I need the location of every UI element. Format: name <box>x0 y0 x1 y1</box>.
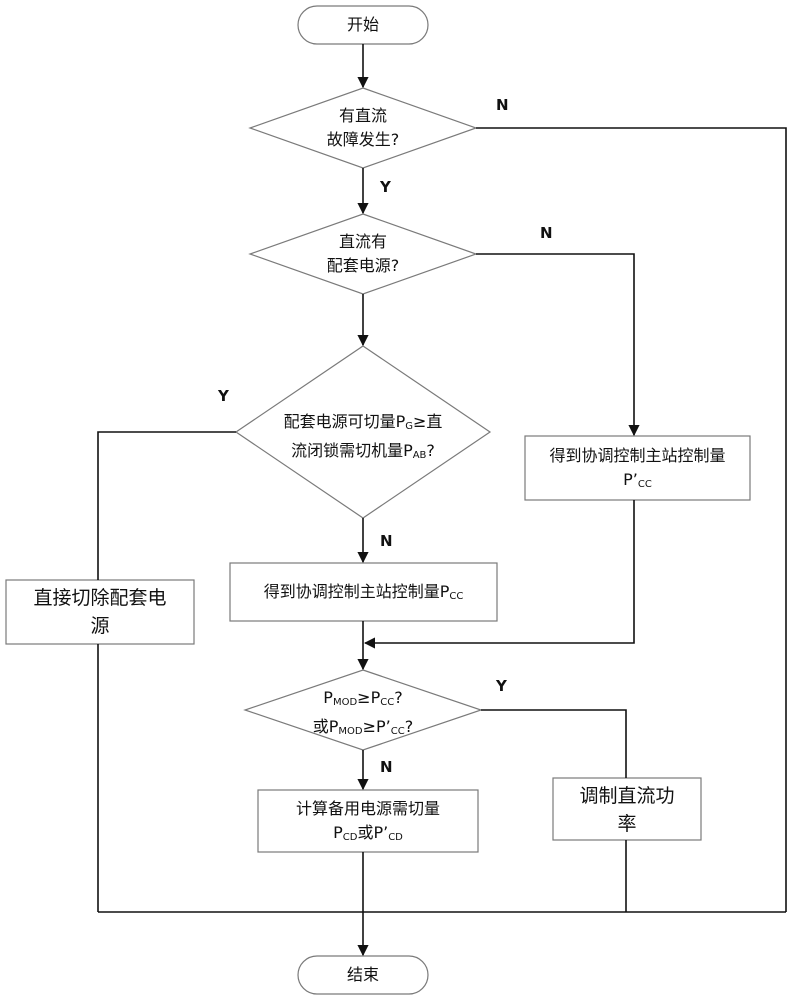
supply-question-line1: 直流有 <box>338 232 387 251</box>
supply-question: 直流有 配套电源? <box>270 230 456 278</box>
edge-cut-yes <box>97 431 236 580</box>
direct-cut-box <box>5 579 195 645</box>
fault-question-line1: 有直流 <box>338 106 387 125</box>
modulate-line2: 率 <box>617 813 637 835</box>
fault-question: 有直流 故障发生? <box>270 104 456 152</box>
cut-question-line1: 配套电源可切量PG≥直 <box>283 412 443 432</box>
supply-question-line2: 配套电源? <box>326 256 400 275</box>
get-pcc2-line1: 得到协调控制主站控制量 <box>549 446 726 465</box>
calc-line1: 计算备用电源需切量 <box>295 799 440 818</box>
pmod-yes-label: Y <box>496 677 507 695</box>
modulate-label: 调制直流功 率 <box>553 782 701 838</box>
edge-pmod-yes <box>481 709 627 778</box>
supply-no-label: N <box>540 224 553 242</box>
cut-yes-label: Y <box>218 387 229 405</box>
start-label: 开始 <box>346 15 379 34</box>
direct-cut-line2: 源 <box>90 615 110 637</box>
edge-supply-no <box>476 253 640 437</box>
pmod-no-label: N <box>380 758 393 776</box>
direct-cut-line1: 直接切除配套电 <box>33 587 167 609</box>
cut-no-label: N <box>380 532 393 550</box>
get-pcc-box <box>229 562 498 622</box>
cut-question-line2: 流闭锁需切机量PAB? <box>291 441 435 461</box>
fault-no-label: N <box>496 96 509 114</box>
edge-getpcc2-merge <box>363 500 635 649</box>
modulate-box <box>552 777 702 841</box>
get-pcc2-label: 得到协调控制主站控制量 P’CC <box>525 444 750 497</box>
calc-label: 计算备用电源需切量 PCD或P’CD <box>258 797 478 850</box>
get-pcc2-line2: P’CC <box>623 470 652 490</box>
direct-cut-label: 直接切除配套电 源 <box>6 584 194 640</box>
edge-fault-no <box>476 127 787 912</box>
end-label: 结束 <box>346 965 379 984</box>
calc-line2: PCD或P’CD <box>333 823 403 843</box>
get-pcc2-box <box>524 435 751 501</box>
pmod-question-line1: PMOD≥PCC? <box>323 688 403 708</box>
modulate-line1: 调制直流功 <box>579 785 675 807</box>
fault-question-line2: 故障发生? <box>326 130 400 149</box>
get-pcc-label: 得到协调控制主站控制量PCC <box>263 582 464 602</box>
fault-yes-label: Y <box>380 178 391 196</box>
pmod-question-line2: 或PMOD≥P’CC? <box>312 717 414 737</box>
cut-question: 配套电源可切量PG≥直 流闭锁需切机量PAB? <box>250 410 476 468</box>
pmod-question: PMOD≥PCC? 或PMOD≥P’CC? <box>265 686 461 744</box>
